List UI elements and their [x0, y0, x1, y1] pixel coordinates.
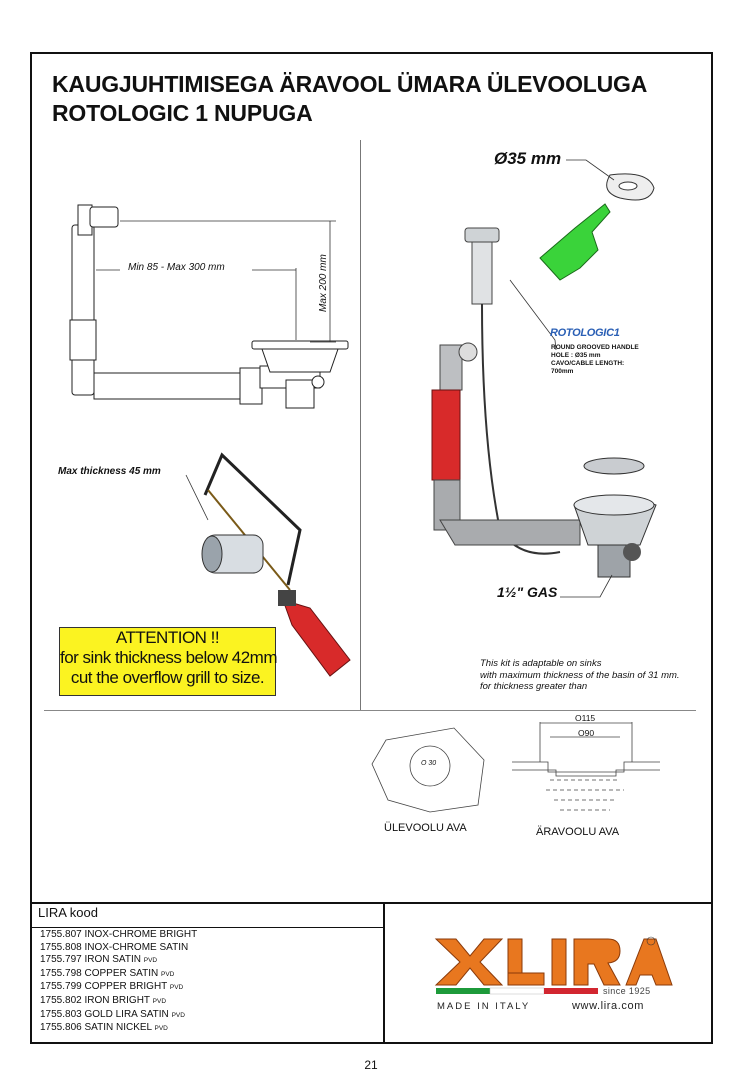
website-label: www.lira.com — [572, 1000, 644, 1012]
drain-inner-dimension: O90 — [578, 728, 595, 738]
attention-line-2: for sink thickness below 42mm — [60, 648, 277, 667]
code-text: 1755.798 COPPER SATIN — [40, 967, 161, 979]
attention-heading: ATTENTION !! — [115, 628, 220, 647]
code-row: 1755.808 INOX-CHROME SATIN — [40, 942, 197, 955]
drain-outer-dimension: O115 — [575, 713, 596, 723]
note-line-1: This kit is adaptable on sinks — [480, 658, 602, 669]
max-height-label: Max 200 mm — [318, 254, 329, 312]
overflow-hole-caption: ÜLEVOOLU AVA — [384, 822, 467, 834]
max-thickness-label: Max thickness 45 mm — [58, 466, 161, 477]
section-divider-horizontal — [44, 710, 696, 711]
since-label: since 1925 — [603, 986, 651, 996]
spec-line-1: ROUND GROOVED HANDLE — [551, 344, 639, 351]
finish-suffix: PVD — [143, 957, 158, 965]
page-frame — [30, 52, 713, 1044]
codes-heading: LIRA kood — [38, 905, 98, 920]
code-heading-divider — [30, 927, 383, 928]
attention-box: ATTENTION !! for sink thickness below 42… — [59, 627, 277, 696]
knob-diameter-label: Ø35 mm — [494, 149, 562, 168]
code-row: 1755.799 COPPER BRIGHT PVD — [40, 981, 197, 995]
overflow-hole-dimension: O 30 — [421, 760, 437, 767]
min-max-length-label: Min 85 - Max 300 mm — [128, 262, 225, 273]
finish-suffix: PVD — [154, 1025, 168, 1033]
code-row: 1755.797 IRON SATIN PVD — [40, 954, 197, 968]
footer-column-divider — [383, 902, 385, 1044]
code-row: 1755.802 IRON BRIGHT PVD — [40, 995, 197, 1009]
code-text: 1755.797 IRON SATIN — [40, 954, 144, 966]
spec-line-4: 700mm — [551, 368, 574, 375]
page-title: KAUGJUHTIMISEGA ÄRAVOOL ÜMARA ÜLEVOOLUGA… — [52, 70, 647, 128]
footer-divider — [30, 902, 713, 904]
code-text: 1755.807 INOX-CHROME BRIGHT — [40, 929, 198, 940]
code-text: 1755.806 SATIN NICKEL — [40, 1022, 155, 1034]
drain-hole-caption: ÄRAVOOLU AVA — [536, 826, 620, 838]
code-text: 1755.799 COPPER BRIGHT — [40, 981, 170, 993]
finish-suffix: PVD — [152, 997, 167, 1005]
finish-suffix: PVD — [169, 984, 184, 992]
code-row: 1755.806 SATIN NICKEL PVD — [40, 1022, 197, 1036]
code-row: 1755.798 COPPER SATIN PVD — [40, 968, 197, 982]
attention-line-3: cut the overflow grill to size. — [70, 668, 265, 687]
code-text: 1755.808 INOX-CHROME SATIN — [40, 941, 189, 953]
finish-suffix: PVD — [160, 970, 175, 978]
knob-spec-block: ROUND GROOVED HANDLE HOLE : Ø35 mm CAVO/… — [551, 344, 639, 376]
made-in-italy-label: MADE IN ITALY — [437, 1001, 531, 1012]
note-line-3: for thickness greater than — [480, 681, 588, 692]
spec-line-3: CAVO/CABLE LENGTH: — [551, 360, 625, 367]
rotologic-badge: ROTOLOGIC1 — [550, 327, 620, 339]
note-line-2: with maximum thickness of the basin of 3… — [480, 669, 680, 681]
finish-suffix: PVD — [171, 1011, 185, 1019]
code-text: 1755.803 GOLD LIRA SATIN — [40, 1008, 172, 1020]
title-line-1: KAUGJUHTIMISEGA ÄRAVOOL ÜMARA ÜLEVOOLUGA — [52, 71, 648, 97]
code-text: 1755.802 IRON BRIGHT — [40, 994, 153, 1006]
spec-line-2: HOLE : Ø35 mm — [551, 352, 601, 359]
section-divider-vertical — [360, 140, 361, 710]
page-number: 21 — [364, 1058, 378, 1072]
gas-thread-label: 1½" GAS — [497, 584, 558, 600]
title-line-2: ROTOLOGIC 1 NUPUGA — [52, 100, 313, 126]
code-row: 1755.807 INOX-CHROME BRIGHT — [40, 929, 197, 942]
adaptability-note: This kit is adaptable on sinks with maxi… — [480, 658, 680, 693]
code-row: 1755.803 GOLD LIRA SATIN PVD — [40, 1009, 197, 1023]
